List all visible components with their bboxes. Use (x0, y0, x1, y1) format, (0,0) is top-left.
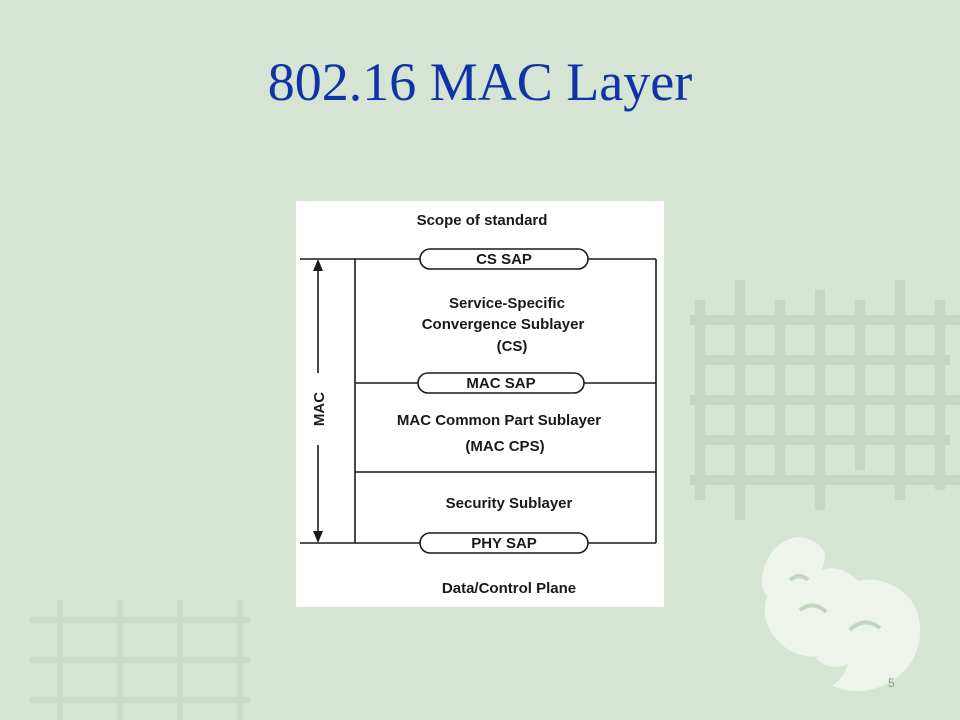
mac-layer-diagram: Scope of standard MAC CS SAP MAC SAP PHY… (296, 201, 664, 607)
mac-label: MAC (311, 392, 328, 426)
phy-sap-capsule (419, 532, 589, 554)
mac-arrow-up-head (313, 259, 323, 271)
cs-sublayer-line2: Convergence Sublayer (422, 316, 585, 333)
cps-sublayer-line1: MAC Common Part Sublayer (397, 412, 601, 429)
dragon-ornament-icon (761, 537, 920, 692)
cs-sublayer-line1: Service-Specific (449, 295, 565, 312)
phy-sap-label: PHY SAP (471, 535, 537, 552)
page-number: 5 (888, 676, 895, 690)
mac-sap-label: MAC SAP (466, 375, 535, 392)
security-sublayer-label: Security Sublayer (446, 495, 573, 512)
mac-sap-capsule (417, 372, 585, 394)
slide-title: 802.16 MAC Layer (267, 52, 693, 112)
cs-sap-capsule (419, 248, 589, 270)
cs-sublayer-line3: (CS) (497, 338, 528, 355)
data-control-plane-label: Data/Control Plane (442, 580, 576, 597)
scope-label: Scope of standard (417, 212, 548, 229)
mac-arrow-down-head (313, 531, 323, 543)
cps-sublayer-line2: (MAC CPS) (465, 438, 544, 455)
cs-sap-label: CS SAP (476, 251, 532, 268)
